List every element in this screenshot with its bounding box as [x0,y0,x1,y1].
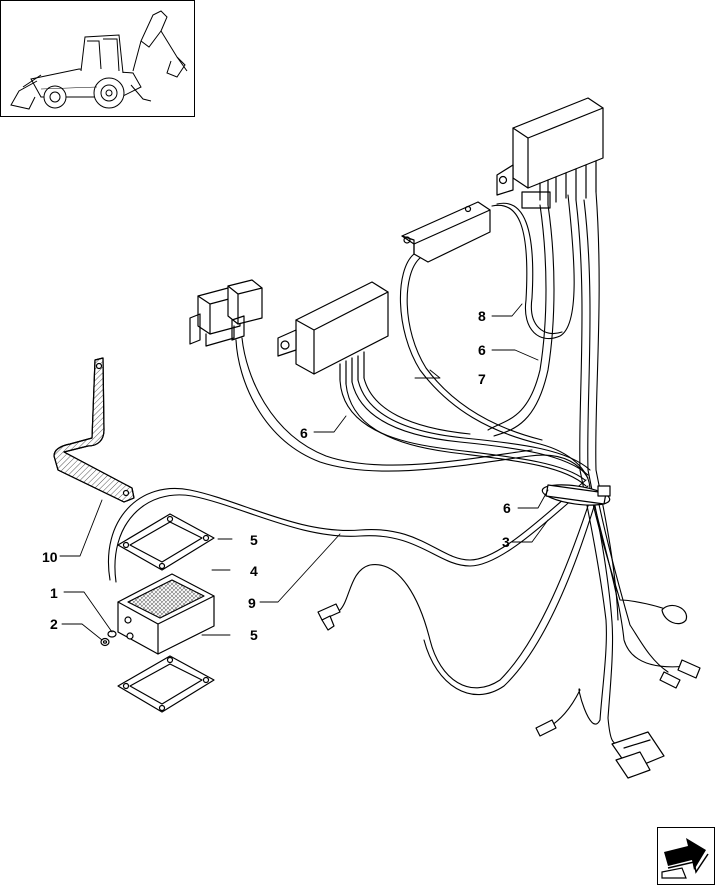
ecu-box [117,573,215,655]
ground-strap [53,357,135,503]
relay-connectors [189,279,263,347]
control-unit-middle [277,281,389,385]
callout-8: 8 [478,308,486,324]
callout-4: 4 [250,563,258,579]
washer-nut [100,630,117,647]
harness-wires [108,191,689,746]
next-page-button[interactable] [657,827,715,885]
callout-9: 9 [248,595,256,611]
callout-1: 1 [50,585,58,601]
callout-5: 5 [250,532,258,548]
gasket-top [117,513,215,571]
callout-6: 6 [300,425,308,441]
cable-tie [541,484,611,506]
connector-long [401,201,491,263]
callout-5: 5 [250,627,258,643]
callout-2: 2 [50,616,58,632]
next-page-arrow-icon [661,838,709,879]
callout-7: 7 [478,371,486,387]
control-unit-large [496,97,604,209]
callout-6: 6 [503,500,511,516]
callout-3: 3 [502,534,510,550]
callout-10: 10 [42,549,58,565]
gasket-bottom [117,655,215,713]
backhoe-loader-icon [10,10,188,110]
leader-lines [59,303,549,641]
callout-6: 6 [478,342,486,358]
small-connectors [317,603,701,779]
machine-thumbnail [0,0,195,117]
